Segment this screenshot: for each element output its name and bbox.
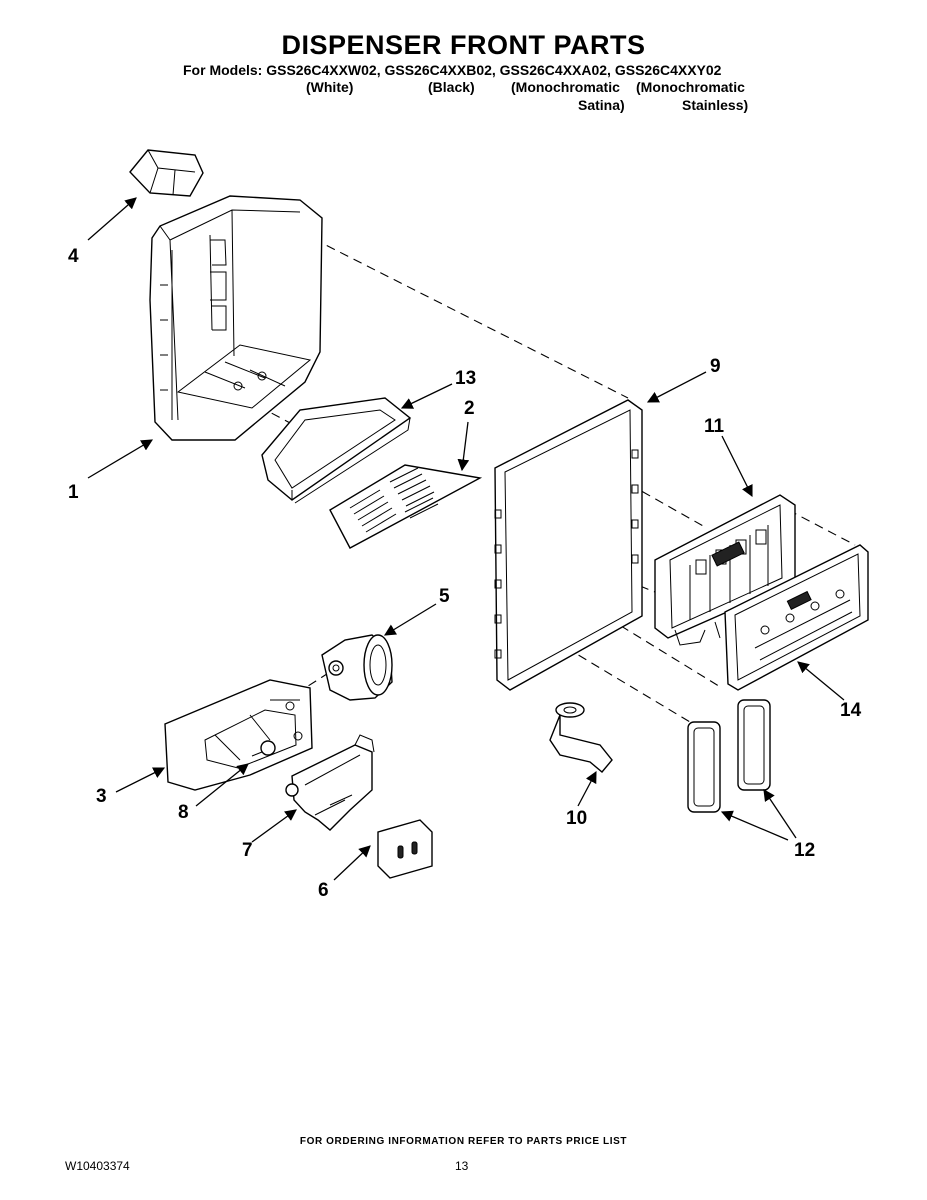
ordering-note: FOR ORDERING INFORMATION REFER TO PARTS …	[299, 1136, 628, 1147]
callout-11: 11	[704, 416, 725, 437]
callout-6: 6	[318, 880, 329, 901]
callout-1: 1	[68, 482, 79, 503]
part-10-water-fitting	[549, 702, 613, 773]
callout-labels: 4 1 13 2 9 11 5 14 3 8 7 6 10 12	[68, 246, 862, 901]
models-line: For Models: GSS26C4XXW02, GSS26C4XXB02, …	[183, 62, 722, 78]
part-12-light-lenses	[687, 699, 771, 813]
callout-7: 7	[242, 840, 253, 861]
callout-14: 14	[840, 700, 862, 721]
page-number: 13	[455, 1159, 469, 1173]
part-7-actuator-paddle	[285, 734, 375, 831]
callout-4: 4	[68, 246, 79, 267]
callout-2: 2	[464, 398, 475, 419]
part-5-motor	[321, 634, 393, 701]
callout-13: 13	[455, 368, 476, 389]
part-1-dispenser-housing	[149, 195, 323, 441]
variant-stainless-line2: Stainless)	[682, 97, 749, 113]
part-9-gasket	[494, 399, 643, 691]
leader-lines	[87, 197, 845, 881]
part-2-drip-tray-grille	[329, 464, 483, 549]
part-4-chute-cup	[129, 149, 204, 197]
callout-9: 9	[710, 356, 721, 377]
callout-8: 8	[178, 802, 189, 823]
document-number: W10403374	[65, 1159, 130, 1173]
part-6-paddle-pad	[377, 819, 433, 879]
part-3-actuator-bracket	[164, 679, 313, 791]
part-8-screw	[251, 740, 276, 757]
callout-10: 10	[566, 808, 587, 829]
variant-stainless-line1: (Monochromatic	[636, 79, 745, 95]
part-13-drip-tray-frame	[261, 397, 412, 504]
variant-satina-line1: (Monochromatic	[511, 79, 620, 95]
variant-black: (Black)	[428, 79, 475, 95]
variant-white: (White)	[306, 79, 354, 95]
page-title: DISPENSER FRONT PARTS	[281, 30, 646, 60]
callout-5: 5	[439, 586, 450, 607]
part-14-control-faceplate	[724, 544, 869, 691]
callout-3: 3	[96, 786, 107, 807]
callout-12: 12	[794, 840, 815, 861]
variant-satina-line2: Satina)	[578, 97, 625, 113]
